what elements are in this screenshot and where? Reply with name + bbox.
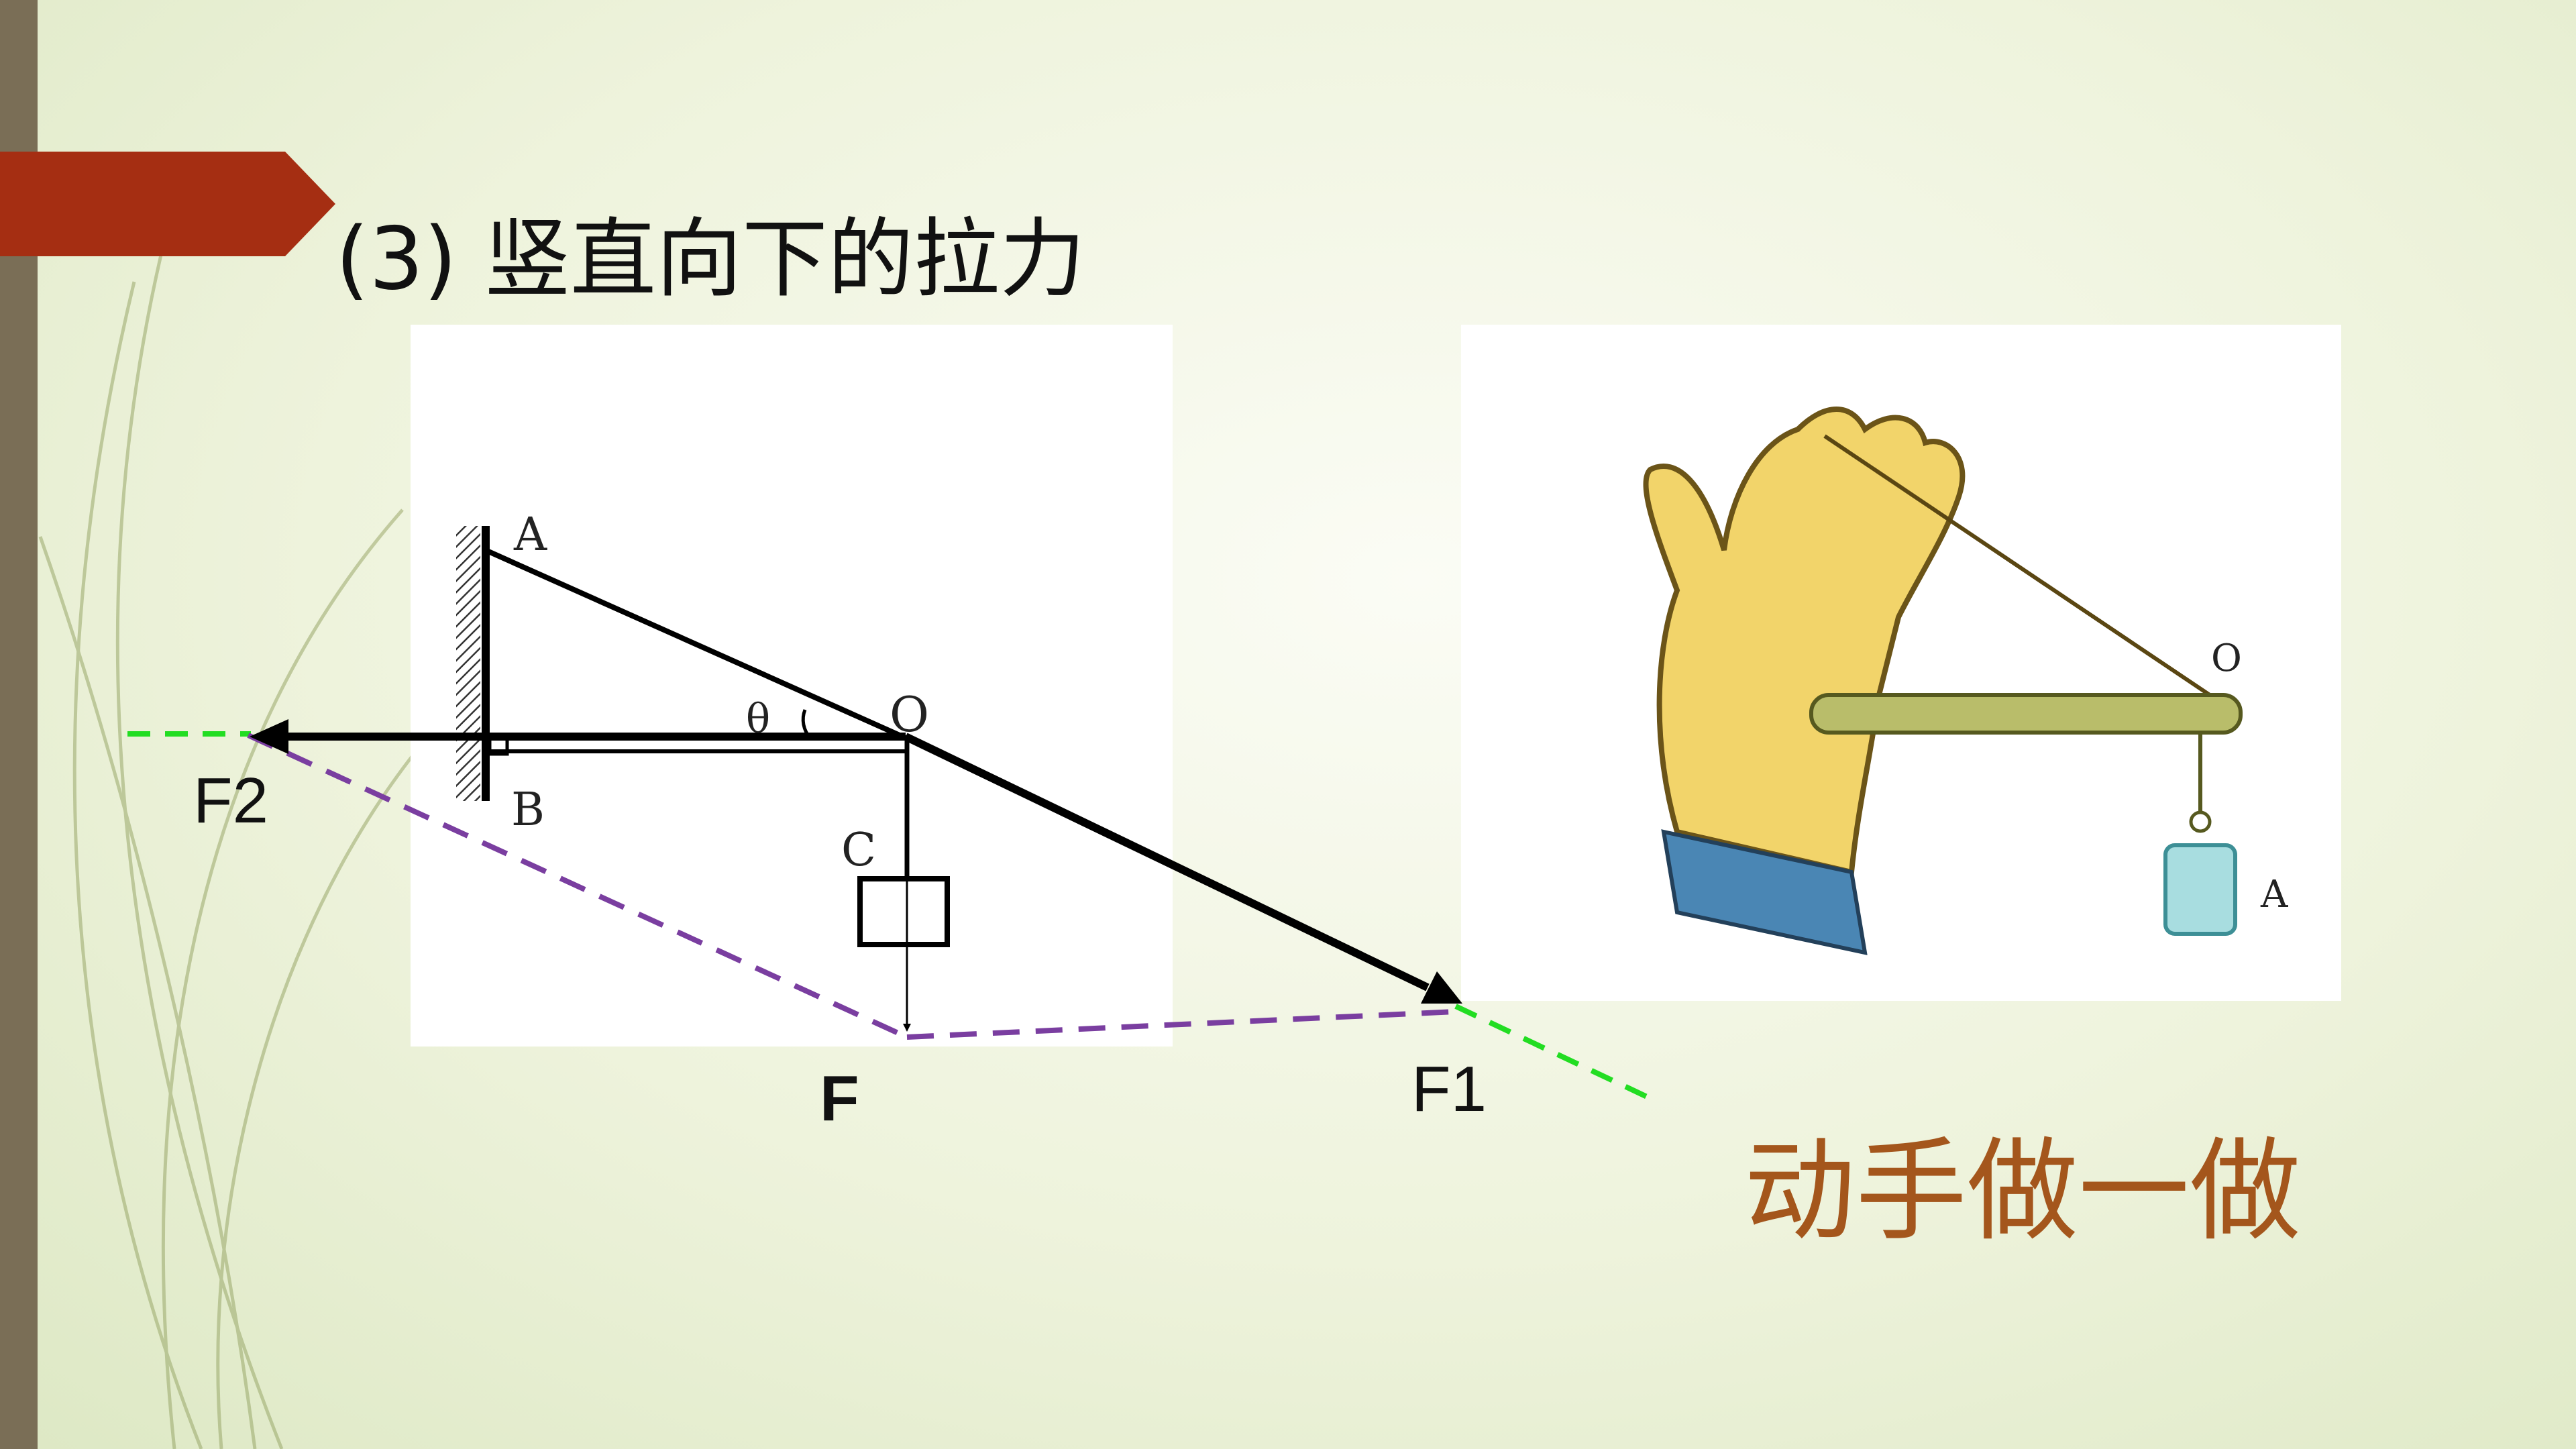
- hanging-box: [857, 876, 950, 947]
- label-force-f1: F1: [1411, 1053, 1487, 1125]
- label-o: O: [890, 686, 929, 743]
- photo-label-o: O: [2211, 637, 2242, 680]
- label-b: B: [511, 784, 545, 837]
- parallelogram-line-f-f1: [906, 1009, 1456, 1040]
- label-force-f: F: [820, 1063, 859, 1134]
- parallelogram-line-f2-f: [247, 733, 908, 1040]
- weight-icon: [2163, 843, 2237, 936]
- label-a: A: [513, 508, 547, 561]
- label-force-f2: F2: [193, 765, 268, 837]
- label-c: C: [841, 824, 876, 877]
- rope-ao: [487, 549, 907, 741]
- slide-title: (3) 竖直向下的拉力: [335, 209, 1086, 309]
- label-theta: θ: [746, 696, 770, 743]
- rod-icon: [1809, 693, 2243, 735]
- force-f1-arrow: [904, 733, 1430, 991]
- title-marker: [0, 152, 335, 256]
- action-caption: 动手做一做: [1744, 1127, 2301, 1256]
- sleeve-icon: [1661, 829, 1868, 955]
- hand-icon: [1643, 407, 1966, 875]
- wall: [456, 526, 480, 801]
- photo-label-a: A: [2260, 873, 2288, 916]
